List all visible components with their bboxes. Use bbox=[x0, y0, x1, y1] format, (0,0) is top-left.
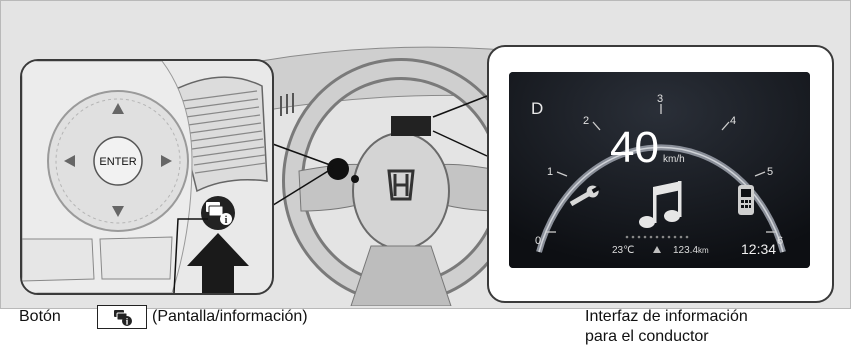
enter-label: ENTER bbox=[99, 156, 136, 168]
gear-indicator: D bbox=[531, 99, 543, 118]
button-caption-suffix: (Pantalla/información) bbox=[152, 308, 308, 325]
phone-icon bbox=[738, 185, 754, 215]
odometer-value: 123.4 bbox=[673, 245, 698, 256]
left-arrow-icon[interactable] bbox=[64, 155, 75, 167]
illustration-frame: ENTER i bbox=[0, 0, 851, 309]
svg-text:i: i bbox=[225, 215, 228, 226]
tick-label: 1 bbox=[547, 166, 553, 178]
steering-switch-closeup: ENTER i bbox=[20, 59, 274, 295]
outside-temperature: 23℃ bbox=[612, 245, 634, 256]
svg-text:i: i bbox=[126, 317, 129, 327]
instrument-display: D 0 1 2 3 4 5 6 40 km/h bbox=[509, 72, 810, 268]
speed-readout: 40 bbox=[610, 123, 659, 172]
callout-lines bbox=[269, 95, 488, 208]
tick-label: 0 bbox=[535, 235, 541, 247]
tick-label: 3 bbox=[657, 93, 663, 105]
enter-button[interactable] bbox=[93, 136, 143, 186]
tick-label: 5 bbox=[767, 166, 773, 178]
up-arrow-icon[interactable] bbox=[112, 103, 124, 114]
speed-unit: km/h bbox=[663, 154, 685, 165]
tick-label: 6 bbox=[777, 235, 783, 247]
switch-panel-drawing: ENTER i bbox=[22, 61, 268, 293]
steering-wheel-drawing bbox=[261, 46, 561, 306]
driver-info-interface-closeup: D 0 1 2 3 4 5 6 40 km/h bbox=[487, 45, 834, 303]
thumbwheel bbox=[171, 76, 268, 193]
interface-caption-line2: para el conductor bbox=[585, 328, 709, 345]
press-arrow-icon bbox=[187, 233, 249, 293]
right-arrow-icon[interactable] bbox=[161, 155, 172, 167]
clock: 12:34 bbox=[741, 241, 776, 257]
fuel-gauge-dots bbox=[625, 235, 689, 239]
display-info-button[interactable]: i bbox=[201, 196, 235, 230]
music-note-icon bbox=[639, 181, 682, 228]
down-arrow-icon[interactable] bbox=[112, 206, 124, 217]
display-info-button-icon: i bbox=[97, 305, 147, 329]
maintenance-wrench-icon bbox=[569, 185, 601, 207]
tick-label: 2 bbox=[583, 115, 589, 127]
trip-icon bbox=[653, 246, 661, 253]
odometer-unit: km bbox=[698, 246, 709, 255]
button-caption-prefix: Botón bbox=[19, 308, 61, 325]
speedometer-dial: D 0 1 2 3 4 5 6 40 km/h bbox=[509, 72, 810, 268]
tick-label: 4 bbox=[730, 115, 736, 127]
interface-caption-line1: Interfaz de información bbox=[585, 308, 748, 325]
